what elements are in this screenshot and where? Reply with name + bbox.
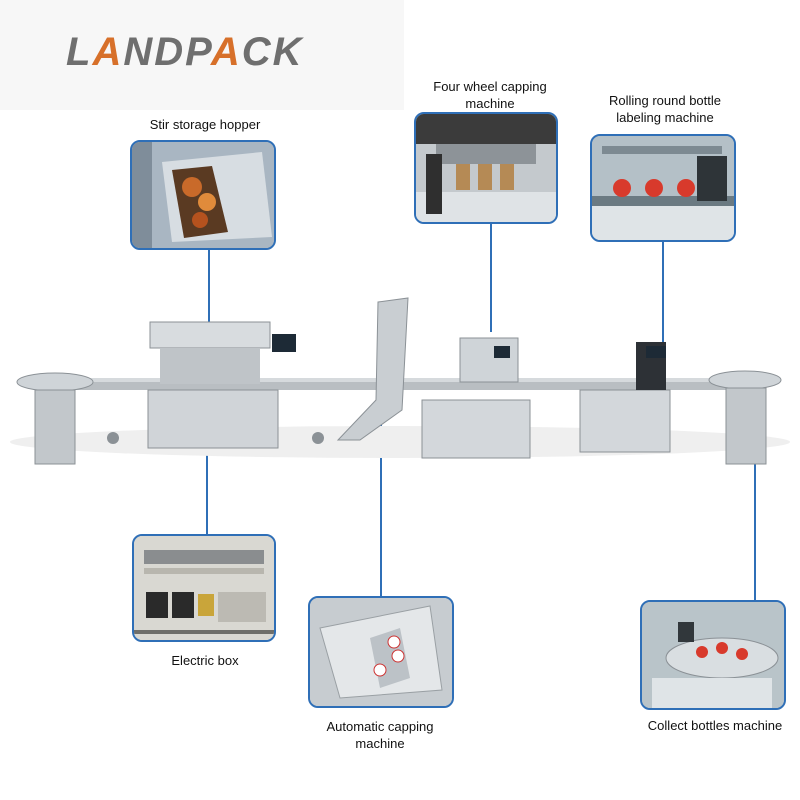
caption-rolling-labeling: Rolling round bottle labeling machine xyxy=(608,93,722,125)
capping-wheels-illustration xyxy=(416,114,556,222)
cap-sorter-illustration xyxy=(310,598,452,706)
labeling-illustration xyxy=(592,136,734,240)
leader-stir-hopper xyxy=(208,248,210,326)
leader-collect-bottles xyxy=(754,462,756,600)
photo-four-wheel-capping xyxy=(414,112,558,224)
photo-electric-box xyxy=(132,534,276,642)
leader-rolling-label xyxy=(662,240,664,348)
leader-auto-capping xyxy=(380,412,382,596)
caption-four-wheel-capping: Four wheel capping machine xyxy=(433,79,547,111)
caption-electric-box: Electric box xyxy=(171,653,239,668)
photo-rolling-labeling xyxy=(590,134,736,242)
caption-collect-bottles: Collect bottles machine xyxy=(647,718,783,733)
leader-four-wheel xyxy=(490,222,492,332)
production-line-illustration xyxy=(10,297,790,465)
caption-automatic-capping: Automatic capping machine xyxy=(326,719,434,751)
electric-box-illustration xyxy=(134,536,274,640)
collect-bottles-illustration xyxy=(642,602,784,708)
logo-banner: LANDPACK xyxy=(0,0,404,110)
caption-stir-storage-hopper: Stir storage hopper xyxy=(149,117,261,132)
leader-electric-box xyxy=(206,442,208,534)
brand-logo: LANDPACK xyxy=(66,30,304,74)
photo-collect-bottles xyxy=(640,600,786,710)
photo-stir-storage-hopper xyxy=(130,140,276,250)
photo-automatic-capping xyxy=(308,596,454,708)
hopper-illustration xyxy=(132,142,274,248)
